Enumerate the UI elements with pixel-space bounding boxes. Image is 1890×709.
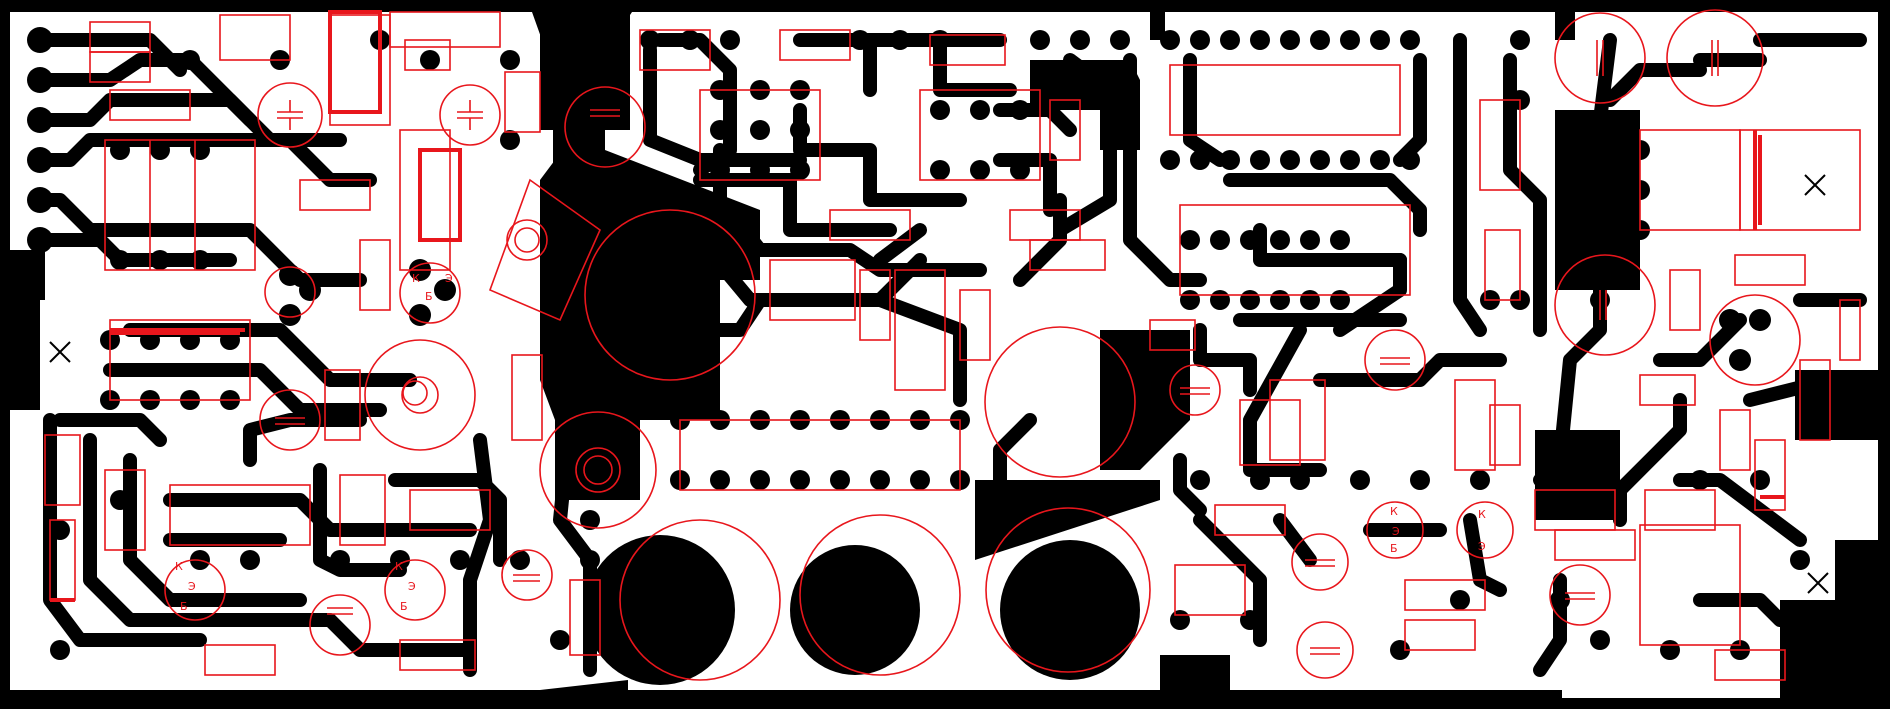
silk-label: К	[1478, 508, 1486, 521]
large-capacitor-pads	[585, 535, 1140, 685]
silk-label: Э	[408, 580, 416, 593]
silk-label: Э	[1478, 540, 1486, 553]
mounting-hole	[1799, 169, 1831, 201]
mounting-hole	[1802, 567, 1834, 599]
silk-label: Э	[445, 272, 453, 285]
mounting-hole	[44, 336, 76, 368]
capacitor-outline	[984, 326, 1136, 478]
silk-label: Э	[1392, 525, 1400, 538]
capacitor-outline	[619, 519, 781, 681]
silk-label: Б	[425, 290, 433, 303]
capacitor-outline	[985, 507, 1151, 673]
capacitor-outline	[584, 209, 756, 381]
silk-label: Э	[188, 580, 196, 593]
silk-label: Б	[180, 600, 188, 613]
silk-label: К	[412, 272, 420, 285]
mounting-holes	[44, 169, 1834, 599]
silk-label: Б	[400, 600, 408, 613]
silk-label: К	[175, 560, 183, 573]
capacitor-outline	[799, 514, 961, 676]
traces	[33, 33, 1867, 687]
silk-label: К	[395, 560, 403, 573]
silkscreen	[44, 9, 1861, 681]
silk-labels: К Э Б К Э Б К Э Б К Э Б К Э	[175, 272, 1486, 613]
silk-label: К	[1390, 505, 1398, 518]
silk-label: Б	[1390, 542, 1398, 555]
